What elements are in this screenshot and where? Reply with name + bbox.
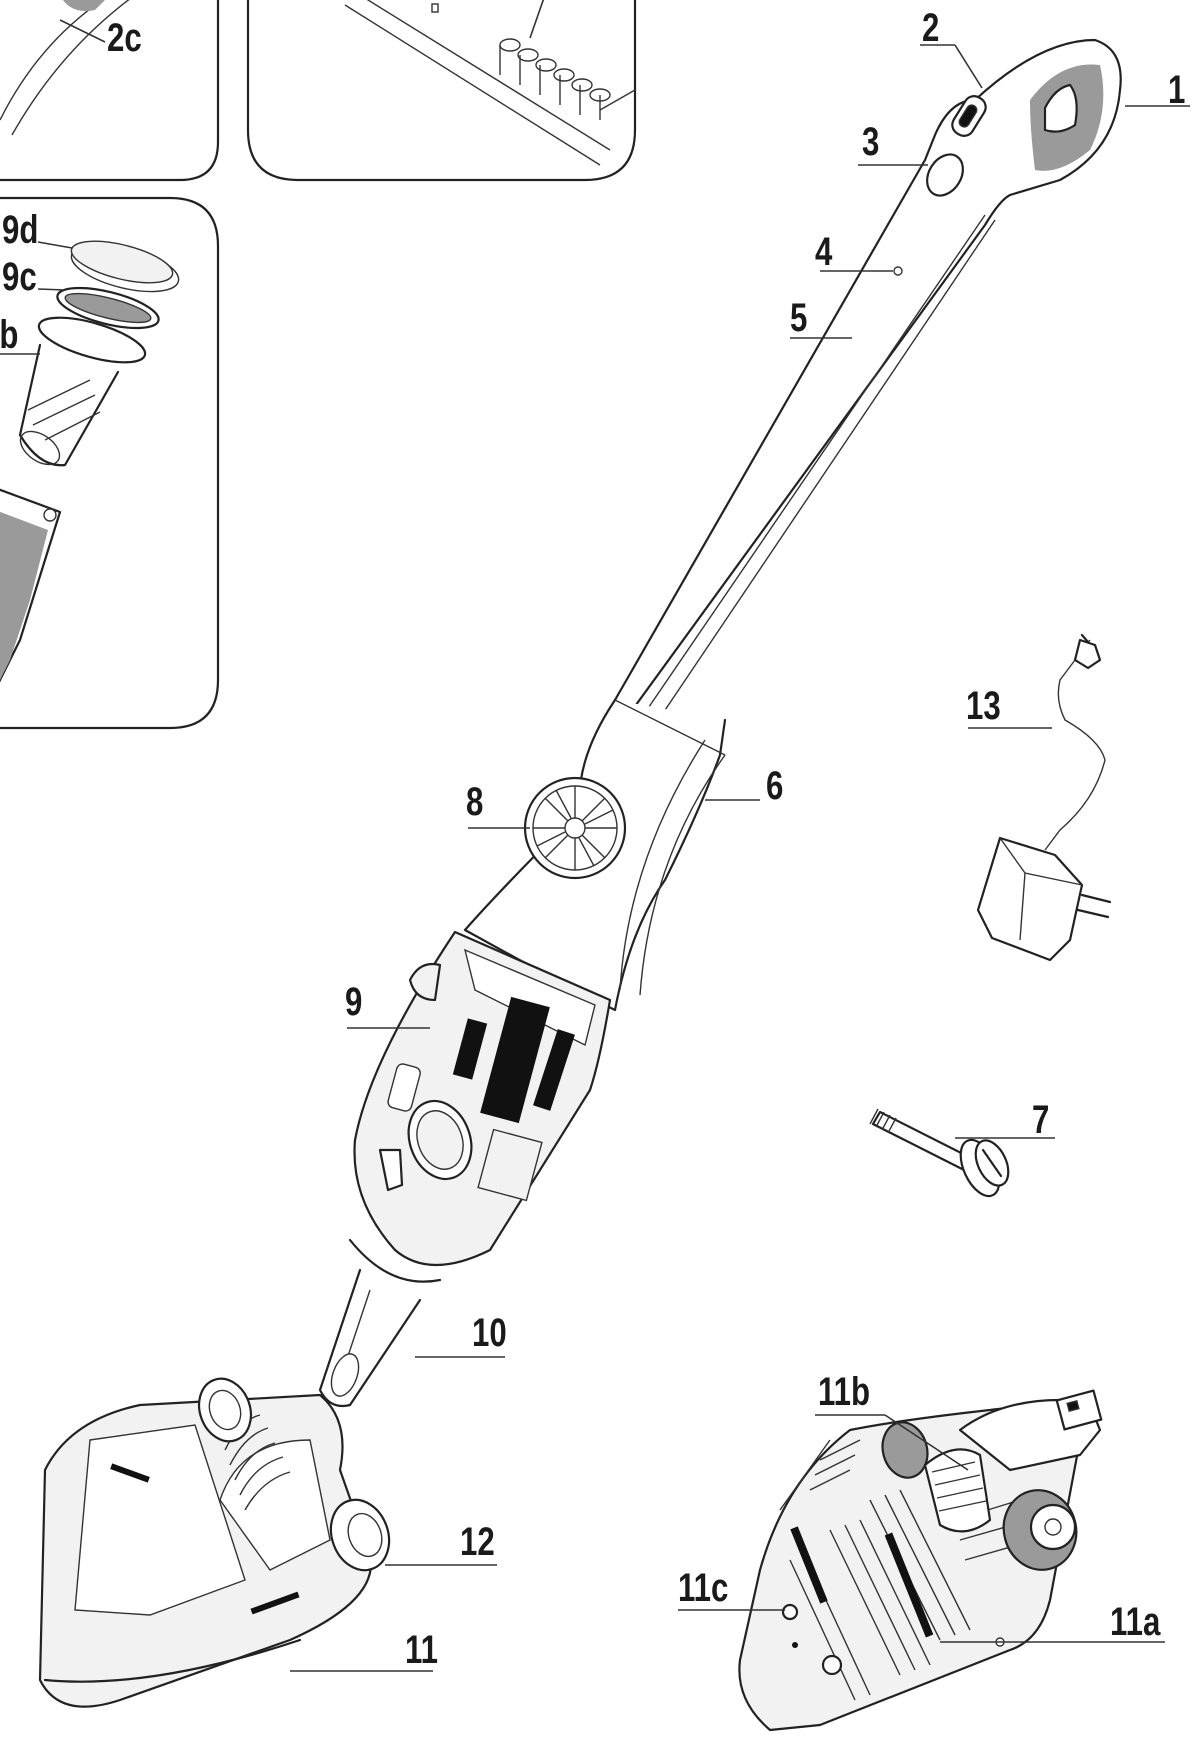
callout-9c: 9c	[2, 255, 37, 299]
callout-1: 1	[1168, 68, 1186, 112]
callout-2c: 2c	[107, 16, 142, 60]
callout-11c: 11c	[678, 1566, 729, 1610]
callout-6: 6	[766, 764, 784, 808]
callout-9b: 9b	[0, 313, 19, 357]
callout-13: 13	[966, 684, 1001, 728]
callout-3: 3	[862, 120, 880, 164]
callout-10: 10	[472, 1311, 507, 1355]
callout-12: 12	[460, 1520, 495, 1564]
callout-4: 4	[815, 230, 833, 274]
floor-head-underside	[678, 1389, 1165, 1732]
callout-8: 8	[466, 780, 484, 824]
inset-panel-2c	[0, 0, 220, 182]
callout-7: 7	[1032, 1098, 1050, 1142]
callout-9d: 9d	[2, 208, 39, 252]
vacuum-main-body	[38, 38, 1190, 1708]
callout-11: 11	[405, 1628, 438, 1672]
callout-11a: 11a	[1110, 1600, 1161, 1644]
inset-panel-battery	[246, 0, 637, 182]
charger-adapter	[968, 633, 1112, 962]
callout-9: 9	[345, 980, 363, 1024]
axle-bolt	[869, 1108, 1055, 1198]
callout-5: 5	[790, 296, 808, 340]
callout-11b: 11b	[818, 1370, 871, 1414]
callout-2: 2	[922, 6, 940, 50]
inset-panel-filter	[0, 196, 220, 730]
